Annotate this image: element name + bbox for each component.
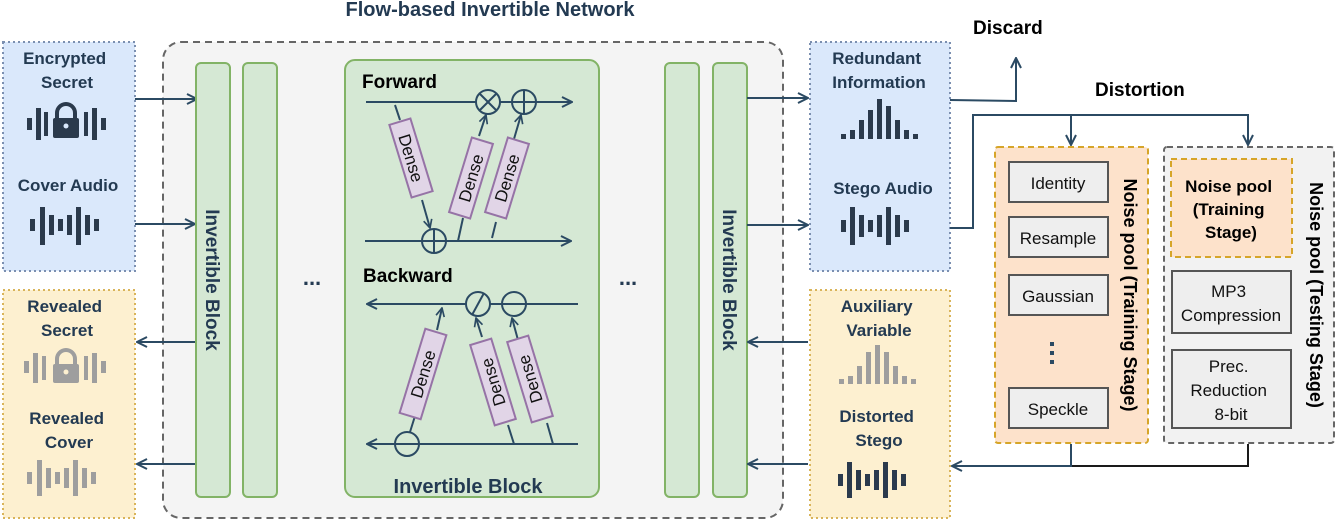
stego-audio-waveform-icon: [841, 207, 909, 245]
redundant-distribution-icon: [841, 99, 918, 139]
training-pool-title: Noise pool (Training Stage): [1120, 178, 1140, 411]
arrow-discard: [949, 58, 1016, 103]
distortion-label: Distortion: [1095, 80, 1185, 101]
connector: [491, 221, 497, 239]
invertible-block-1-label: Invertible Block: [201, 209, 222, 351]
noise-item-precision-reduction: Prec. Reduction 8-bit: [1171, 349, 1292, 429]
noise-item-identity: Identity: [1008, 161, 1109, 203]
invertible-block-3: [664, 62, 700, 498]
distorted-stego-waveform-icon: [838, 462, 906, 498]
network-title: Flow-based Invertible Network: [346, 0, 636, 21]
redundant-info-label: Redundant Information: [832, 49, 926, 92]
add-operator-icon: [421, 228, 447, 254]
invertible-block-2: [242, 62, 278, 498]
decode-input-box: [809, 289, 951, 519]
connector: [457, 217, 464, 242]
multiply-operator-icon: [475, 89, 501, 115]
add-operator-icon: [511, 89, 537, 115]
connector: [512, 318, 519, 341]
auxiliary-distribution-icon: [839, 345, 916, 384]
revealed-cover-waveform-icon: [27, 460, 96, 496]
connector: [394, 104, 401, 121]
subtract-operator-icon: [501, 291, 527, 317]
noise-item-speckle: Speckle: [1008, 387, 1109, 429]
revealed-cover-label: Revealed Cover: [29, 409, 108, 452]
connector: [513, 115, 521, 140]
testing-pool-title: Noise pool (Testing Stage): [1306, 182, 1326, 408]
auxiliary-variable-label: Auxiliary Variable: [841, 297, 918, 340]
connector: [476, 318, 482, 338]
stego-audio-label: Stego Audio: [833, 179, 932, 198]
encrypted-secret-label: Encrypted Secret: [23, 49, 111, 92]
svg-text:Resample: Resample: [1020, 229, 1097, 248]
connector: [437, 308, 442, 331]
cover-audio-label: Cover Audio: [18, 176, 118, 195]
detail-block-footer: Invertible Block: [394, 476, 544, 498]
invertible-block-4-label: Invertible Block: [718, 209, 739, 351]
nested-training-pool: [1170, 158, 1293, 258]
connector: [546, 422, 554, 445]
connector: [409, 415, 416, 433]
subtract-operator-icon: [394, 431, 420, 457]
svg-text:Gaussian: Gaussian: [1022, 287, 1094, 306]
vertical-ellipsis-icon: [1050, 342, 1054, 364]
divide-operator-icon: [465, 291, 491, 317]
distorted-stego-label: Distorted Stego: [839, 407, 918, 450]
ellipsis-right: ...: [619, 265, 637, 290]
discard-label: Discard: [973, 18, 1043, 39]
invertible-block-1: [195, 62, 231, 498]
connector: [421, 199, 430, 228]
ellipsis-left: ...: [303, 265, 321, 290]
testing-pool-output-line: [1071, 444, 1249, 467]
svg-text:Identity: Identity: [1031, 174, 1086, 193]
svg-text:MP3 Compression: MP3 Compression: [1181, 282, 1281, 325]
stego-to-distortion-line: [950, 114, 1249, 229]
noise-item-gaussian: Gaussian: [1008, 274, 1109, 316]
connector: [507, 424, 515, 445]
backward-label: Backward: [363, 266, 453, 287]
noise-item-resample: Resample: [1008, 216, 1109, 258]
connector: [478, 115, 486, 137]
dense-layer: Dense: [447, 136, 495, 220]
nested-training-pool-label: Noise pool (Training Stage): [1185, 177, 1277, 242]
forward-label: Forward: [362, 72, 437, 93]
revealed-secret-label: Revealed Secret: [27, 297, 106, 340]
cover-audio-waveform-icon: [30, 207, 99, 245]
noise-item-mp3-compression: MP3 Compression: [1171, 270, 1292, 334]
svg-text:Prec. Reduction 8-: Prec. Reduction 8-bit: [1190, 357, 1271, 424]
invertible-block-4: [712, 62, 748, 498]
svg-text:Speckle: Speckle: [1028, 400, 1088, 419]
training-pool-output-arrow: [952, 444, 1072, 466]
